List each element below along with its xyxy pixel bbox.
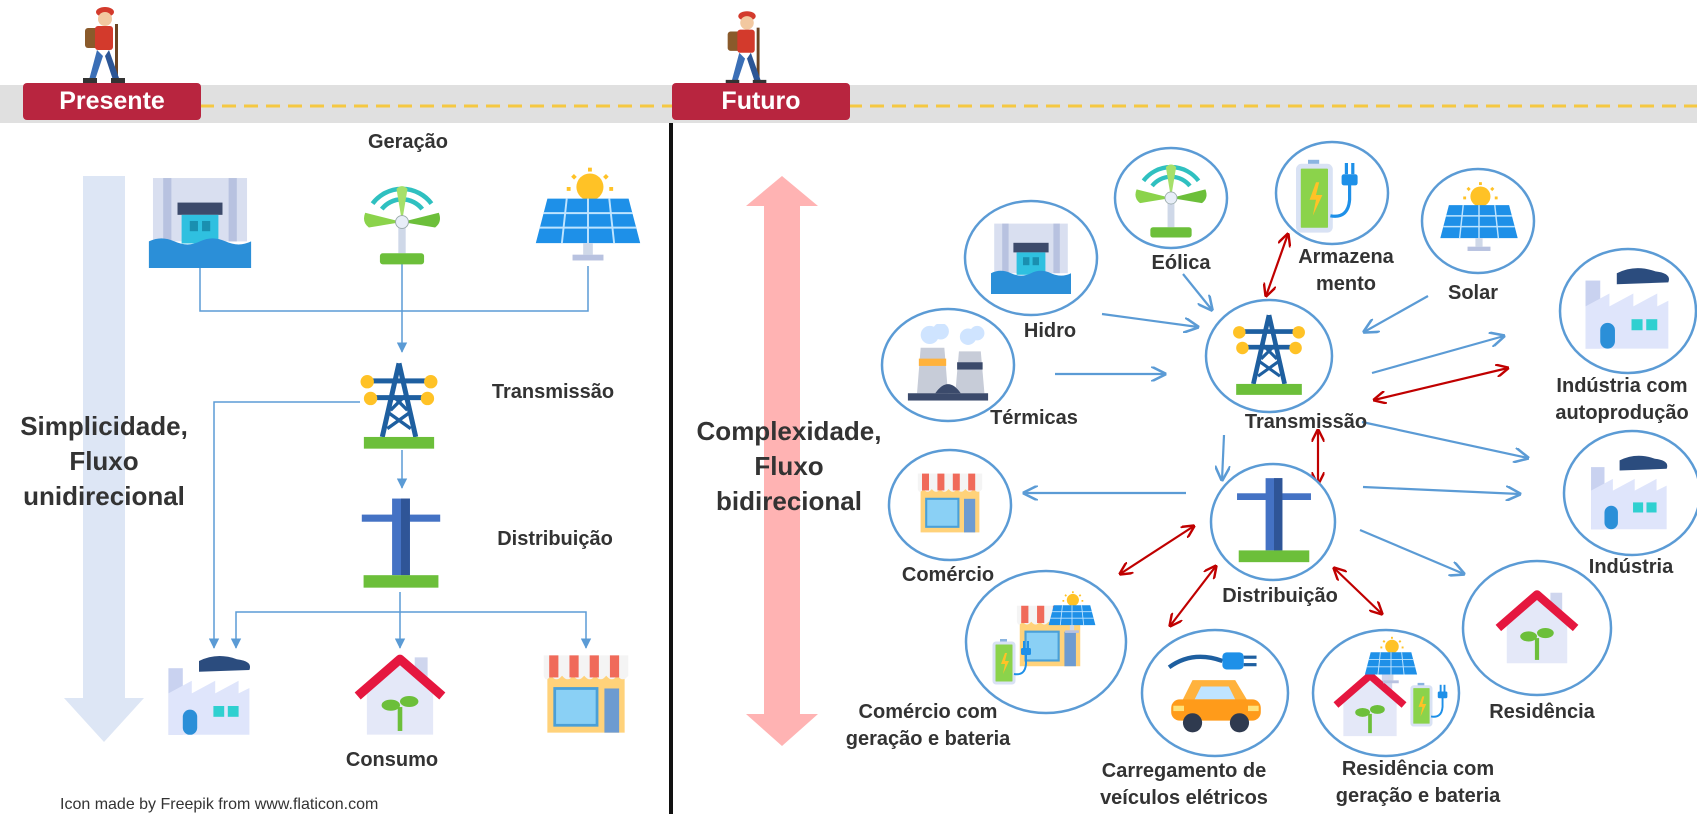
present-connectors [199,262,592,649]
solar-panel-icon [533,166,643,263]
commerce-generation-label-line: Comércio com [858,701,998,723]
simplicity-arrow [64,176,144,742]
wind-turbine-icon [364,186,440,264]
future-badge: Futuro [672,83,850,120]
future-bidirectional-arrows [1120,234,1508,626]
storage-label-line: Armazena [1298,246,1394,268]
simplicity-summary-line: Simplicidade, [20,411,188,441]
present-consumption-label: Consumo [345,749,439,771]
shop-icon [916,472,984,534]
solar-label: Solar [1447,282,1499,304]
storage-label: Armazena mento [1298,244,1394,298]
complexity-summary-line: bidirecional [716,486,862,516]
complexity-summary-line: Complexidade, [696,416,882,446]
residence-generation-label-line: geração e bateria [1335,785,1501,807]
hydro-label: Hidro [1023,320,1077,342]
transmission-label: Transmissão [1244,411,1368,433]
distribution-label: Distribuição [1222,585,1338,607]
complexity-summary-line: Fluxo [754,451,824,481]
industry-self-production-label-line: Indústria com [1556,375,1688,397]
present-transmission-label: Transmissão [491,381,615,403]
simplicity-summary-line: Fluxo [69,446,139,476]
hiker-icon [83,7,125,83]
complexity-arrow [746,176,818,746]
commerce-generation-label: Comércio com geração e bateria [846,699,1011,753]
residence-generation-label: Residência com geração e bateria [1336,756,1501,810]
commerce-label: Comércio [901,564,995,586]
residence-generation-label-line: Residência com [1341,758,1495,780]
hiker-icon [725,11,767,85]
house-icon [358,657,443,734]
complexity-summary: Complexidade, Fluxo bidirecional [697,414,882,519]
industry-label: Indústria [1588,556,1674,578]
hydro-dam-icon [148,178,252,268]
storage-label-line: mento [1315,273,1376,295]
thermal-label: Térmicas [990,407,1078,429]
industry-self-production-label-line: autoprodução [1555,402,1689,424]
factory-icon [168,656,251,735]
simplicity-summary-line: unidirecional [23,481,185,511]
wind-label: Eólica [1151,252,1211,274]
icon-credit: Icon made by Freepik from www.flaticon.c… [60,796,379,813]
present-badge: Presente [23,83,201,120]
ev-charging-label: Carregamento de veículos elétricos [1100,758,1268,812]
ev-charging-label-line: Carregamento de [1101,760,1267,782]
simplicity-summary: Simplicidade, Fluxo unidirecional [20,409,188,514]
commerce-generation-label-line: geração e bateria [845,728,1011,750]
future-flow-arrows [1024,273,1528,574]
distribution-pole-icon [361,498,441,588]
residence-label: Residência [1489,701,1595,723]
present-distribution-label: Distribuição [497,528,613,550]
present-generation-label: Geração [367,131,449,153]
shop-icon [542,653,630,735]
hydro-dam-icon [991,223,1071,294]
industry-self-production-label: Indústria com autoprodução [1555,373,1688,427]
section-divider [669,123,673,814]
transmission-tower-icon [361,363,438,448]
ev-charging-label-line: veículos elétricos [1100,787,1268,809]
